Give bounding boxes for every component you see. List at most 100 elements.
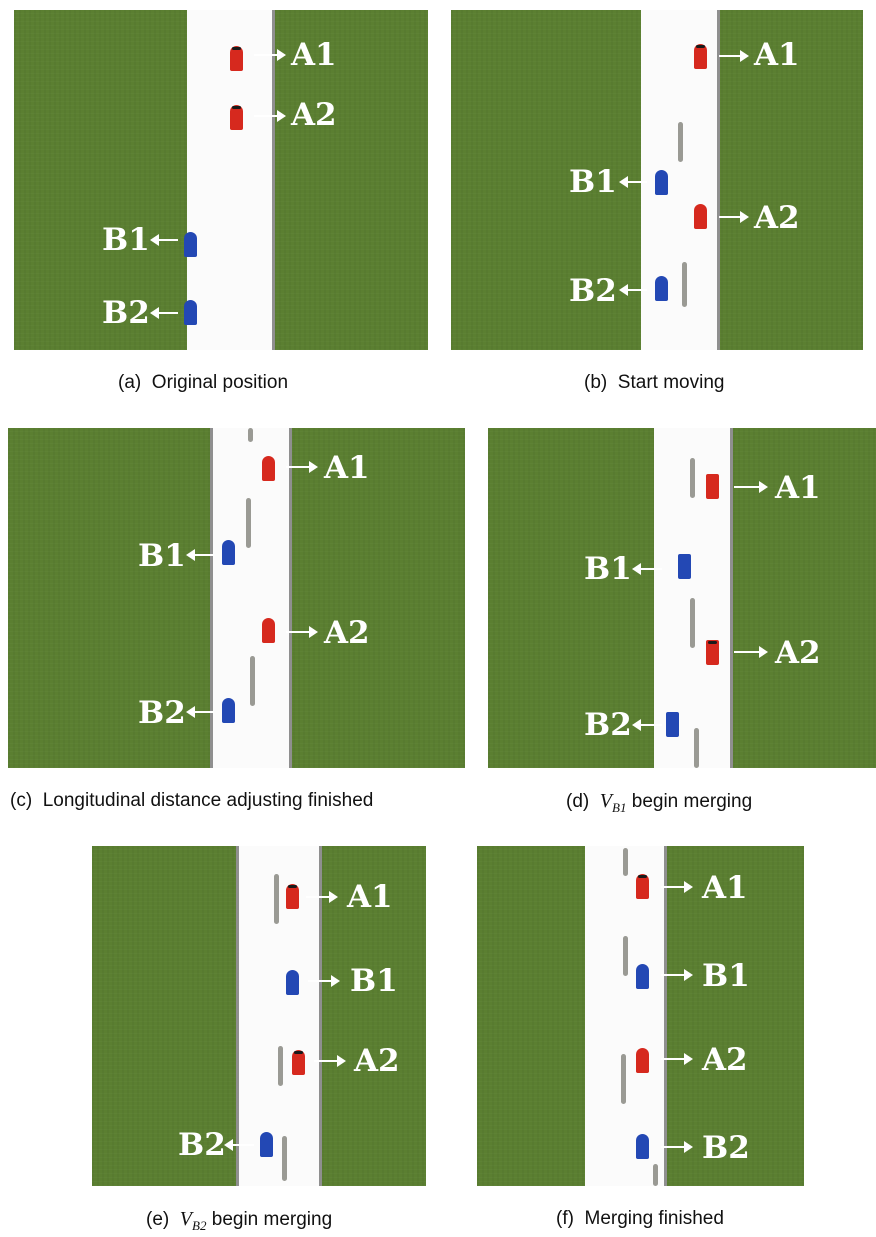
tire-mark [248,428,253,442]
vehicle-b1 [655,170,668,195]
caption-text: begin merging [211,1209,333,1230]
arrow-left [186,549,214,561]
caption-text: Longitudinal distance adjusting finished [42,790,374,811]
caption-variable: V [179,1208,193,1230]
tire-mark [282,1136,287,1181]
label-a2: A2 [291,97,337,133]
arrow-left [224,1139,254,1151]
tire-mark [246,498,251,548]
road-edge [289,428,292,768]
arrow-right [661,881,693,893]
road [236,846,322,1186]
road-edge [319,846,322,1186]
arrow-left [186,706,214,718]
tire-mark [682,262,687,307]
vehicle-b2 [184,300,197,325]
arrow-left [619,176,647,188]
arrow-right [306,891,338,903]
arrow-left [619,284,647,296]
caption-a: (a) Original position [118,372,288,394]
label-a2: A2 [754,200,800,236]
panel-c: A1 B1 A2 B2 [8,428,465,768]
panel-b: A1 B1 A2 B2 [451,10,863,350]
label-b2: B2 [702,1130,750,1166]
panel-f: A1 B1 A2 B2 [477,846,804,1186]
vehicle-b1 [286,970,299,995]
caption-tag: (b) [584,372,608,393]
panel-e: A1 B1 A2 B2 [92,846,426,1186]
arrow-right [661,969,693,981]
tire-mark [623,936,628,976]
vehicle-b2 [636,1134,649,1159]
label-b2: B2 [584,707,632,743]
label-b1: B1 [702,958,750,994]
road-edge [730,428,733,768]
vehicle-b1 [222,540,235,565]
caption-tag: (e) [146,1209,170,1230]
arrow-right [286,626,318,638]
label-b1: B1 [138,538,186,574]
arrow-right [286,461,318,473]
tire-mark [678,122,683,162]
caption-c: (c) Longitudinal distance adjusting fini… [10,790,373,812]
vehicle-a2 [706,640,719,665]
caption-f: (f) Merging finished [556,1208,724,1230]
tire-mark [653,1164,658,1186]
tire-mark [274,874,279,924]
road [585,846,667,1186]
tire-mark [250,656,255,706]
road-edge [272,10,275,350]
arrow-left [150,234,178,246]
tire-mark [278,1046,283,1086]
vehicle-a1 [262,456,275,481]
label-a2: A2 [702,1042,748,1078]
label-a2: A2 [354,1043,400,1079]
label-b2: B2 [138,695,186,731]
label-a1: A1 [702,870,748,906]
tire-mark [690,458,695,498]
arrow-right [314,1055,346,1067]
road-edge [210,428,213,768]
vehicle-a1 [636,874,649,899]
label-b1: B1 [350,963,398,999]
arrow-right [719,50,749,62]
vehicle-a1 [694,44,707,69]
label-a1: A1 [291,37,337,73]
label-b1: B1 [584,551,632,587]
caption-text: Merging finished [584,1208,724,1229]
label-b2: B2 [102,295,150,331]
vehicle-b2 [666,712,679,737]
vehicle-b1 [636,964,649,989]
caption-tag: (a) [118,372,142,393]
arrow-left [632,563,662,575]
vehicle-a2 [292,1050,305,1075]
label-b1: B1 [102,222,150,258]
caption-variable: V [599,790,613,812]
road-edge [664,846,667,1186]
vehicle-b2 [222,698,235,723]
caption-b: (b) Start moving [584,372,724,394]
label-a1: A1 [775,470,821,506]
arrow-left [150,307,178,319]
arrow-right [734,646,768,658]
caption-subscript: B1 [612,799,627,815]
vehicle-a2 [262,618,275,643]
arrow-right [661,1141,693,1153]
caption-subscript: B2 [192,1217,207,1233]
caption-tag: (c) [10,790,33,811]
vehicle-a1 [286,884,299,909]
tire-mark [623,848,628,876]
label-a1: A1 [324,450,370,486]
arrow-right [254,49,286,61]
vehicle-a1 [230,46,243,71]
panel-a: A1 A2 B1 B2 [14,10,428,350]
vehicle-a2 [694,204,707,229]
label-a2: A2 [775,635,821,671]
tire-mark [690,598,695,648]
caption-tag: (f) [556,1208,574,1229]
tire-mark [694,728,699,768]
tire-mark [621,1054,626,1104]
arrow-right [254,110,286,122]
road-edge [717,10,720,350]
vehicle-a2 [636,1048,649,1073]
